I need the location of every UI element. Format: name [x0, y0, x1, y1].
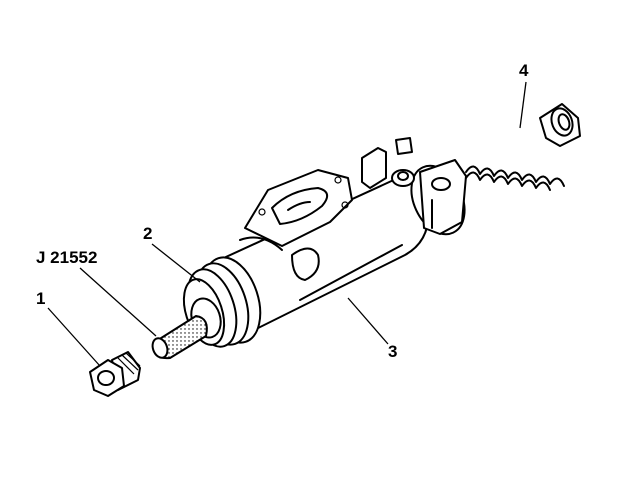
leader-lines: [47, 81, 527, 367]
callout-4-label: 4: [519, 61, 529, 80]
tool-callout-label: J 21552: [36, 248, 98, 267]
bleeder-fitting: [391, 137, 415, 187]
cylinder-body: [214, 147, 467, 343]
plug-part: [89, 351, 141, 397]
spring-part: [465, 103, 581, 191]
tool-j21552: [151, 315, 208, 360]
callout-2-label: 2: [143, 224, 153, 243]
callout-3-label: 3: [388, 342, 398, 361]
callout-1-label: 1: [36, 289, 46, 308]
